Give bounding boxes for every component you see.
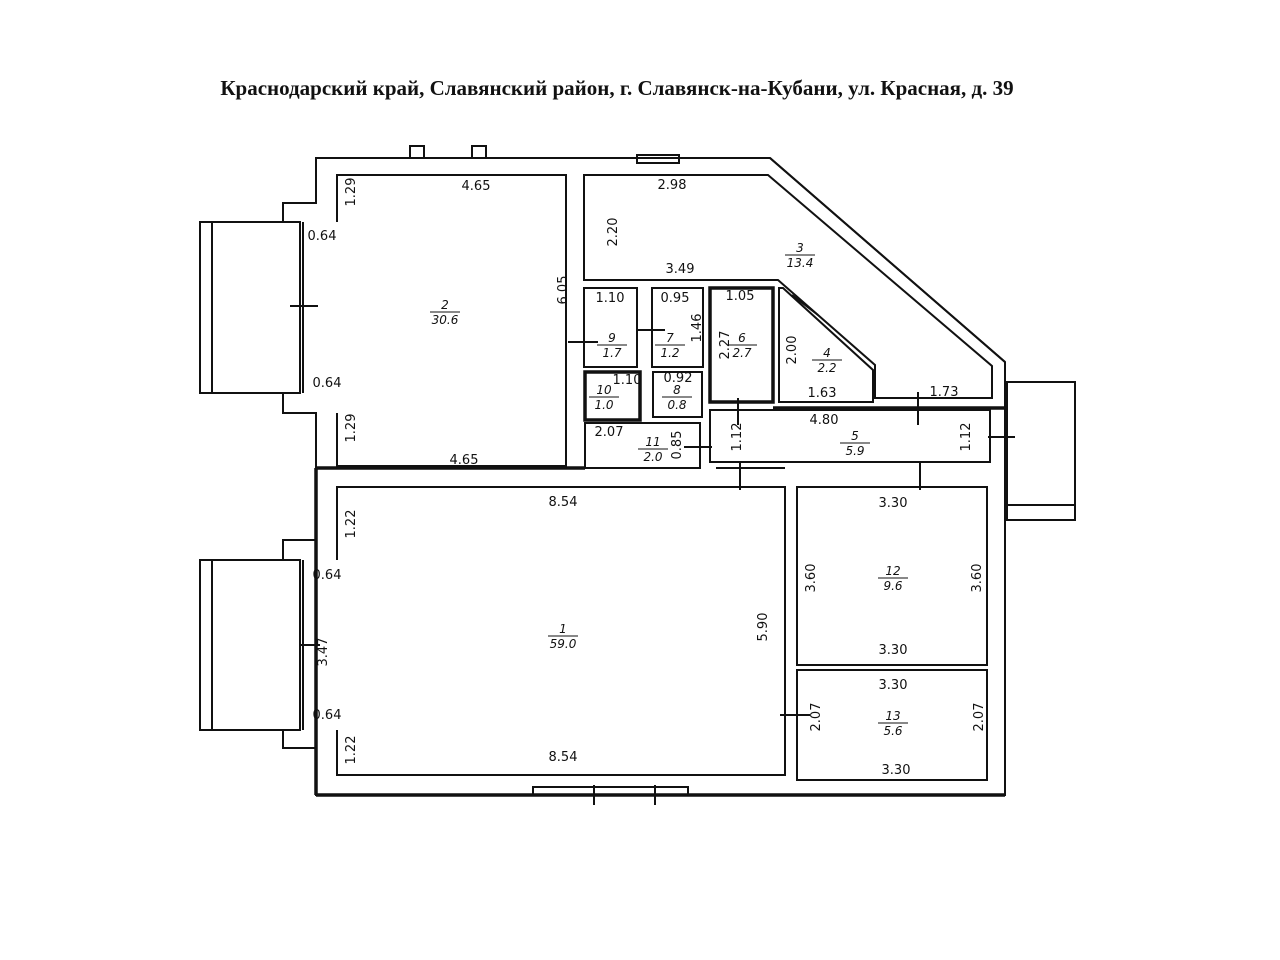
room-number: 11: [645, 435, 660, 449]
dimension-label: 0.64: [308, 229, 337, 244]
room-area: 9.6: [883, 579, 902, 593]
room-number: 1: [559, 622, 567, 636]
room-5-label: 55.9: [840, 429, 870, 458]
room-number: 12: [885, 564, 900, 578]
dimension-label: 0.85: [670, 431, 685, 460]
balcony-lower: [199, 559, 301, 731]
dimension-label: 1.12: [959, 423, 974, 452]
dimension-label: 1.29: [344, 414, 359, 443]
dimension-label: 1.46: [690, 314, 705, 343]
room-6-label: 62.7: [727, 331, 757, 360]
walls: [199, 145, 1076, 805]
room-number: 10: [596, 383, 612, 397]
room-number: 3: [796, 241, 804, 255]
room-area: 59.0: [550, 637, 577, 651]
dimension-label: 2.07: [972, 703, 987, 732]
dimension-label: 1.29: [344, 178, 359, 207]
dimension-label: 2.07: [809, 703, 824, 732]
room-10-label: 101.0: [589, 383, 619, 412]
dimension-label: 8.54: [549, 495, 578, 510]
room-area: 2.7: [732, 346, 751, 360]
dimension-label: 3.60: [970, 564, 985, 593]
dimension-label: 3.30: [879, 643, 908, 658]
room-11-label: 112.0: [638, 435, 668, 464]
balcony-upper: [199, 221, 301, 394]
room-area: 1.7: [602, 346, 621, 360]
room-number: 6: [738, 331, 746, 345]
dimension-label: 0.64: [313, 376, 342, 391]
room-13-label: 135.6: [878, 709, 908, 738]
room-1-label: 159.0: [548, 622, 578, 651]
dimension-label: 0.64: [313, 568, 342, 583]
room-7-label: 71.2: [655, 331, 685, 360]
page-title: Краснодарский край, Славянский район, г.…: [220, 76, 1014, 100]
dimension-label: 4.65: [462, 179, 491, 194]
room-number: 4: [823, 346, 831, 360]
room-number: 5: [851, 429, 859, 443]
dimension-label: 3.30: [879, 496, 908, 511]
dimension-label: 2.98: [658, 178, 687, 193]
dimension-label: 6.05: [556, 276, 571, 305]
room-4-label: 42.2: [812, 346, 842, 375]
room-area: 5.6: [883, 724, 902, 738]
dimension-label: 4.80: [810, 413, 839, 428]
room-area: 1.2: [660, 346, 679, 360]
dimension-label: 3.49: [666, 262, 695, 277]
room-8-label: 80.8: [662, 383, 692, 412]
room-area: 5.9: [845, 444, 864, 458]
dimension-label: 2.07: [595, 425, 624, 440]
dimension-label: 2.20: [606, 218, 621, 247]
dimension-label: 4.65: [450, 453, 479, 468]
dimension-label: 3.30: [882, 763, 911, 778]
dimension-label: 1.05: [726, 289, 755, 304]
room-number: 8: [673, 383, 681, 397]
dimension-label: 1.10: [596, 291, 625, 306]
room-2-label: 230.6: [430, 298, 460, 327]
dimension-label: 1.10: [613, 373, 642, 388]
dimension-label: 2.00: [785, 336, 800, 365]
dimension-label: 0.95: [661, 291, 690, 306]
room-number: 2: [441, 298, 449, 312]
dimension-label: 1.12: [730, 423, 745, 452]
dimension-label: 1.63: [808, 386, 837, 401]
room-area: 2.2: [817, 361, 836, 375]
dimension-label: 0.92: [664, 371, 693, 386]
room-area: 1.0: [594, 398, 613, 412]
dimension-label: 3.60: [804, 564, 819, 593]
room-number: 13: [885, 709, 900, 723]
room-area: 13.4: [787, 256, 814, 270]
dimension-label: 3.30: [879, 678, 908, 693]
room-number: 7: [666, 331, 674, 345]
room-area: 0.8: [667, 398, 686, 412]
room-number: 9: [608, 331, 616, 345]
room-12-label: 129.6: [878, 564, 908, 593]
dimension-label: 1.22: [344, 736, 359, 765]
dimension-label: 1.22: [344, 510, 359, 539]
dimension-label: 2.27: [718, 331, 733, 360]
room-area: 2.0: [643, 450, 662, 464]
room-9-label: 91.7: [597, 331, 627, 360]
dimension-label: 1.73: [930, 385, 959, 400]
room-3-label: 313.4: [785, 241, 815, 270]
dimension-label: 5.90: [756, 613, 771, 642]
dimension-label: 0.64: [313, 708, 342, 723]
dimension-label: 3.47: [316, 638, 331, 667]
room-area: 30.6: [432, 313, 459, 327]
dimension-label: 8.54: [549, 750, 578, 765]
balcony-right: [1006, 381, 1076, 521]
